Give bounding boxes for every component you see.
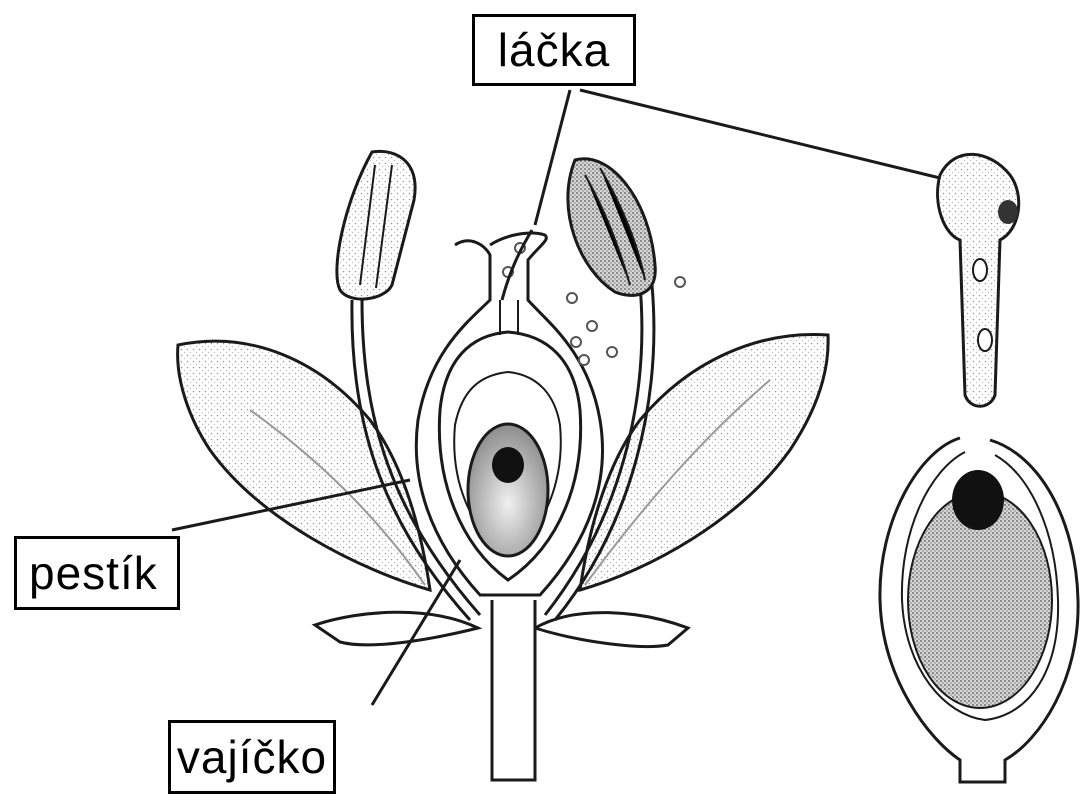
- left-anther: [337, 151, 415, 299]
- right-anther: [568, 159, 655, 296]
- enlarged-stigma-detail: [938, 154, 1019, 406]
- ovule: [468, 424, 548, 556]
- stigma-label-text: láčka: [498, 27, 610, 73]
- pistil-label: pestík: [14, 536, 180, 610]
- leader-stigma-left: [535, 90, 570, 225]
- ovule-label-text: vajíčko: [177, 734, 327, 780]
- right-leaf: [580, 334, 828, 590]
- leader-stigma-right: [580, 90, 940, 178]
- ovule-label: vajíčko: [168, 720, 336, 794]
- enlarged-ovule-detail: [880, 438, 1078, 782]
- left-leaf: [178, 341, 430, 590]
- stigma-label: láčka: [472, 14, 636, 86]
- pistil-label-text: pestík: [29, 550, 158, 596]
- stem: [492, 600, 535, 780]
